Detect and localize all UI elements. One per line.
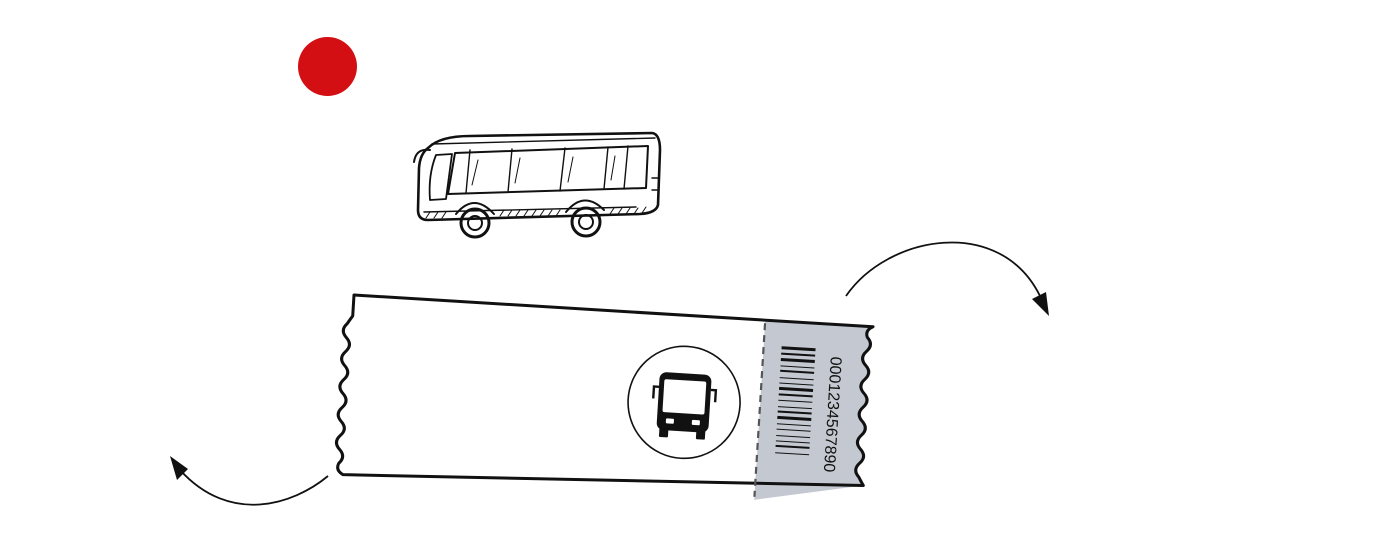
ticket-icon: 0001234567890 bbox=[334, 293, 875, 500]
bus-front-icon bbox=[627, 345, 741, 460]
perforation-line bbox=[753, 323, 767, 497]
barcode-icon bbox=[775, 346, 816, 456]
curved-arrow-right-icon bbox=[845, 241, 1049, 316]
curved-arrow-left-icon bbox=[170, 456, 329, 506]
red-dot bbox=[298, 37, 357, 96]
ticket-stub bbox=[754, 320, 874, 500]
bus-sketch-icon bbox=[413, 131, 662, 239]
